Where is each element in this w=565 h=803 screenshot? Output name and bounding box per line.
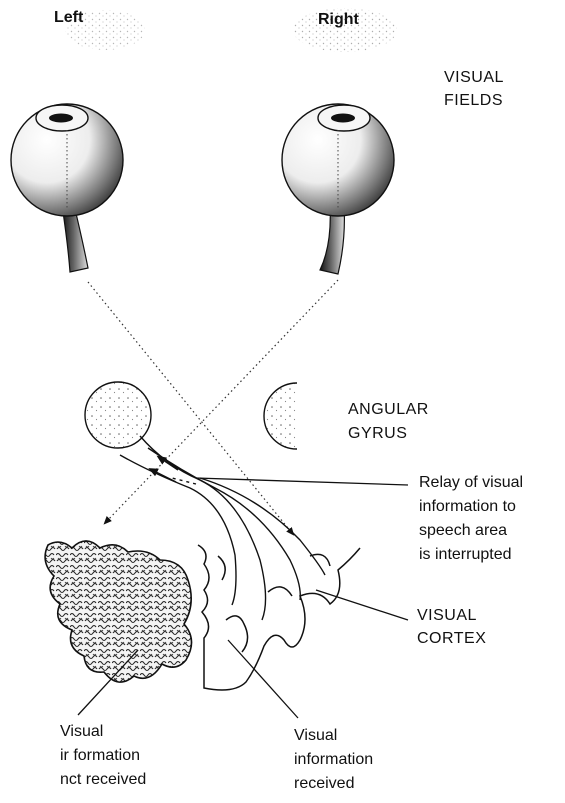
angular-gyrus-label-line2: GYRUS <box>348 424 407 444</box>
visual-cortex-label-line1: VISUAL <box>417 606 477 626</box>
received-label-line1: Visual <box>294 726 337 746</box>
not-received-label-line1: Visual <box>60 722 103 742</box>
received-label-line3: received <box>294 774 354 794</box>
angular-gyrus-label-line1: ANGULAR <box>348 400 429 420</box>
relay-interruption <box>172 478 196 484</box>
right-angular-gyrus <box>264 383 297 449</box>
received-label-line2: information <box>294 750 373 770</box>
relay-label-line3: speech area <box>419 521 507 541</box>
left-field-label: Left <box>54 8 83 28</box>
right-eye <box>282 104 394 274</box>
left-eye <box>11 104 123 272</box>
visual-fields-label-line1: VISUAL <box>444 68 504 88</box>
right-field-label: Right <box>318 10 359 30</box>
not-received-label-line2: ir formation <box>60 746 140 766</box>
intact-cortex <box>198 545 360 690</box>
visual-fields-label-line2: FIELDS <box>444 91 503 111</box>
relay-label-line2: information to <box>419 497 516 517</box>
visual-cortex-label-line2: CORTEX <box>417 629 486 649</box>
damaged-cortex <box>45 541 191 682</box>
relay-label-line4: is interrupted <box>419 545 512 565</box>
not-received-label-line3: nct received <box>60 770 146 790</box>
relay-label-line1: Relay of visual <box>419 473 523 493</box>
